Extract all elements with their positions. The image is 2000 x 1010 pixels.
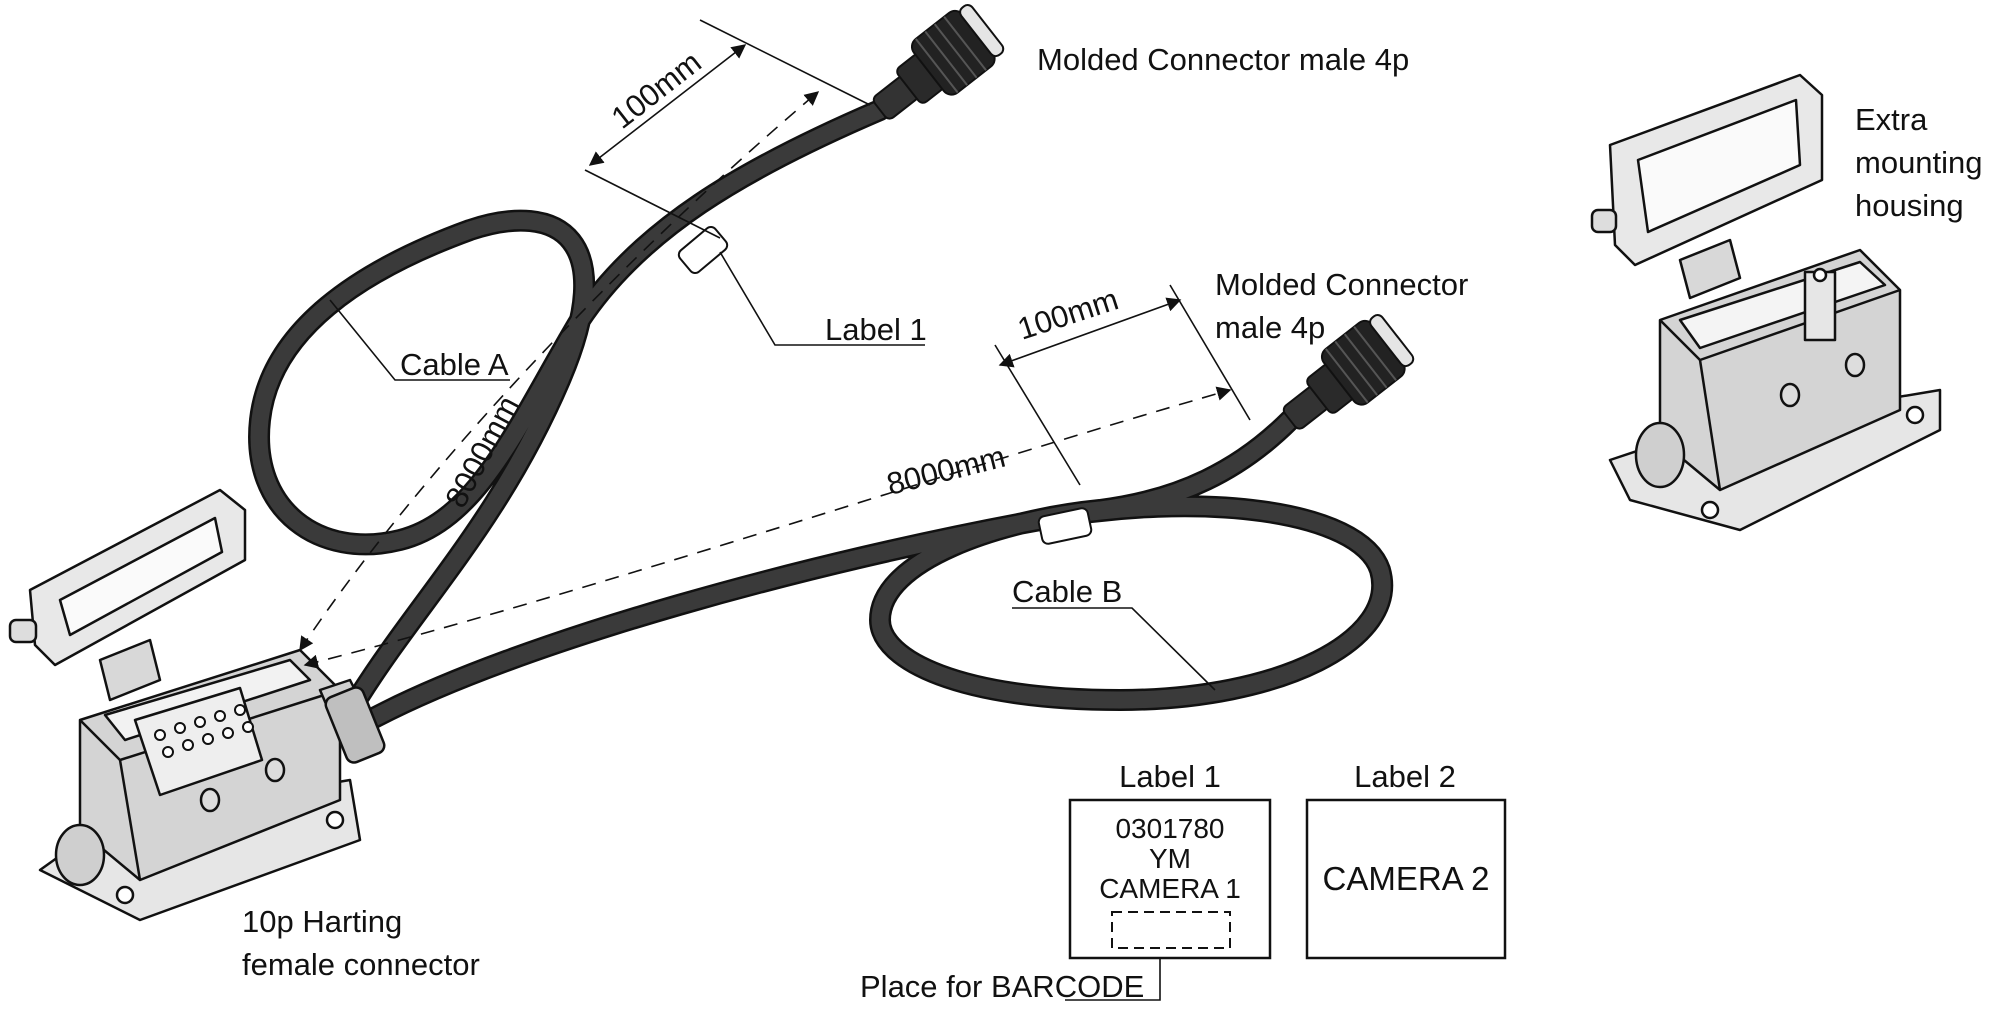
callout-connector-b-line1: Molded Connector xyxy=(1215,267,1468,302)
callout-harting-line1: 10p Harting xyxy=(242,904,402,939)
molded-connector-b xyxy=(1282,314,1415,430)
callout-harting-line2: female connector xyxy=(242,947,480,982)
dimension-lines xyxy=(299,19,1251,669)
label-2-text: CAMERA 2 xyxy=(1323,860,1490,897)
callout-extra-housing-line2: mounting xyxy=(1855,145,1983,180)
label-1-title: Label 1 xyxy=(1119,759,1221,794)
barcode-placeholder xyxy=(1111,911,1231,949)
callout-extra-housing-line3: housing xyxy=(1855,188,1964,223)
callout-extra-housing-line1: Extra xyxy=(1855,102,1928,137)
callout-connector-b-line2: male 4p xyxy=(1215,310,1325,345)
label-1-line1: 0301780 xyxy=(1115,813,1224,844)
leader-lines xyxy=(329,251,1216,1001)
label-sleeve-a xyxy=(677,225,729,275)
label-1-box: Label 1 0301780 YM CAMERA 1 xyxy=(1068,759,1272,960)
dim-b-length: 8000mm xyxy=(883,439,1008,502)
barcode-note: Place for BARCODE xyxy=(860,969,1144,1004)
harting-female-connector xyxy=(8,488,386,922)
label-1-line3: CAMERA 1 xyxy=(1099,873,1241,904)
label-2-title: Label 2 xyxy=(1354,759,1456,794)
callout-label-pointer: Label 1 xyxy=(825,312,927,347)
label-1-line2: YM xyxy=(1149,843,1191,874)
extra-mounting-housing xyxy=(1590,73,1942,532)
dim-a-tail: 100mm xyxy=(605,44,708,135)
label-2-box: Label 2 CAMERA 2 xyxy=(1305,759,1507,960)
callout-connector-a: Molded Connector male 4p xyxy=(1037,42,1409,77)
callout-cable-b: Cable B xyxy=(1012,574,1122,609)
callout-cable-a: Cable A xyxy=(400,347,509,382)
molded-connector-a xyxy=(872,4,1005,120)
cable-a xyxy=(248,99,891,706)
dim-b-tail: 100mm xyxy=(1013,281,1122,346)
